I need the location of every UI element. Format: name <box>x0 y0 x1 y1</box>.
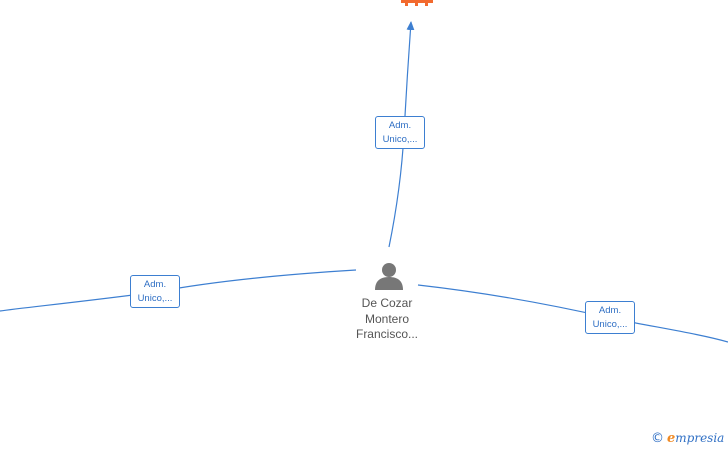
empresia-watermark: ©empresia <box>651 430 724 446</box>
person-name-line: De Cozar <box>361 296 413 310</box>
person-node[interactable] <box>375 263 403 290</box>
copyright-symbol: © <box>651 431 664 446</box>
edge-label-right[interactable]: Adm. Unico,... <box>585 301 635 334</box>
edge-right <box>417 284 728 343</box>
edge-label-top[interactable]: Adm. Unico,... <box>375 116 425 149</box>
edge-label-line: Unico,... <box>382 134 418 145</box>
person-name[interactable]: De Cozar Montero Francisco... <box>340 296 434 343</box>
person-name-line: Montero <box>364 311 410 326</box>
building-icon <box>401 0 433 6</box>
edge-label-line: Unico,... <box>592 319 628 330</box>
person-name-line: Francisco... <box>355 327 418 341</box>
edge-label-line: Adm. <box>598 305 622 316</box>
edge-label-left[interactable]: Adm. Unico,... <box>130 275 180 308</box>
person-icon <box>375 263 403 290</box>
brand-name: mpresia <box>675 431 725 445</box>
edge-label-line: Adm. <box>388 120 412 131</box>
company-node[interactable] <box>401 0 433 6</box>
edge-label-line: Unico,... <box>137 293 173 304</box>
edge-label-line: Adm. <box>143 279 167 290</box>
brand-initial: e <box>667 431 676 446</box>
